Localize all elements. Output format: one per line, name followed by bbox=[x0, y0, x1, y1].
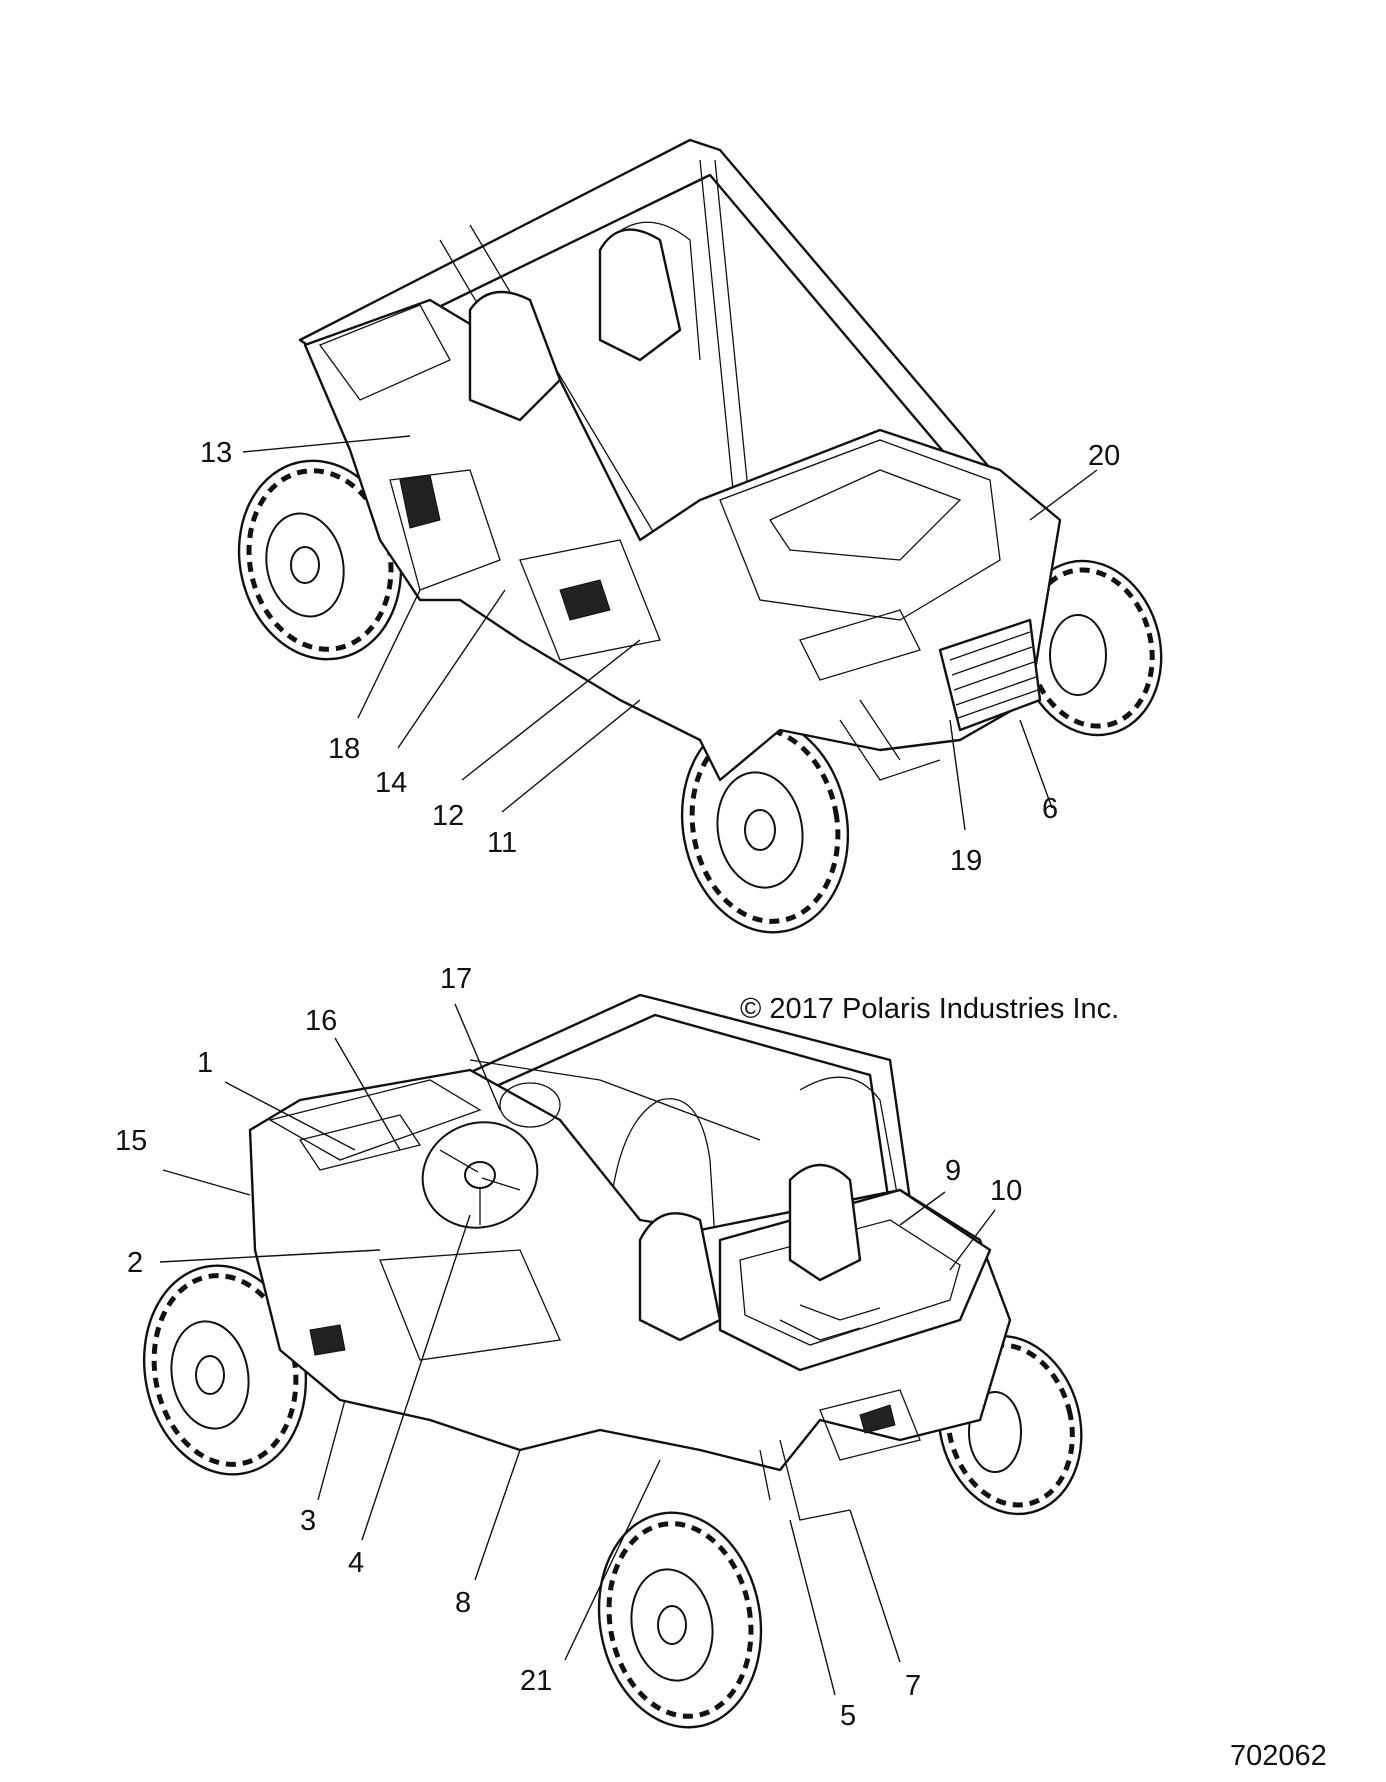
callout-14: 14 bbox=[375, 767, 407, 799]
callout-5: 5 bbox=[840, 1700, 856, 1732]
callout-10: 10 bbox=[990, 1175, 1022, 1207]
callout-19: 19 bbox=[950, 845, 982, 877]
figure-number: 702062 bbox=[1230, 1740, 1327, 1772]
wheel-front-right bbox=[1017, 559, 1163, 737]
seat-rear-driver bbox=[638, 1212, 722, 1342]
callout-7: 7 bbox=[905, 1670, 921, 1702]
body-front-view bbox=[303, 298, 1062, 782]
callout-13: 13 bbox=[200, 437, 232, 469]
wheel-bottom-left bbox=[142, 1264, 308, 1476]
leader-lines-bottom bbox=[159, 1003, 996, 1696]
callout-15: 15 bbox=[115, 1125, 147, 1157]
callout-3: 3 bbox=[300, 1505, 316, 1537]
seat-rear-passenger bbox=[788, 1163, 862, 1282]
callout-labels: 13 20 18 14 12 11 6 19 17 16 1 15 2 9 10… bbox=[115, 437, 1120, 1732]
callout-20: 20 bbox=[1088, 440, 1120, 472]
callout-2: 2 bbox=[127, 1247, 143, 1279]
front-grille bbox=[938, 618, 1042, 732]
wheel-rear-left bbox=[237, 459, 403, 661]
wheel-bottom-rear-left bbox=[597, 1511, 763, 1729]
callout-18: 18 bbox=[328, 733, 360, 765]
leader-lines-top bbox=[242, 435, 1098, 831]
callout-17: 17 bbox=[440, 963, 472, 995]
callout-4: 4 bbox=[348, 1547, 364, 1579]
callout-9: 9 bbox=[945, 1155, 961, 1187]
vehicle-front-view bbox=[237, 138, 1163, 934]
copyright-text: © 2017 Polaris Industries Inc. bbox=[740, 993, 1119, 1025]
steering-wheel bbox=[421, 1121, 539, 1229]
callout-11: 11 bbox=[487, 827, 517, 859]
seat-passenger bbox=[598, 228, 682, 362]
callout-16: 16 bbox=[305, 1005, 337, 1037]
callout-1: 1 bbox=[197, 1047, 213, 1079]
seat-driver bbox=[468, 290, 562, 422]
callout-8: 8 bbox=[455, 1587, 471, 1619]
vehicle-rear-view bbox=[142, 993, 1083, 1729]
callout-12: 12 bbox=[432, 800, 464, 832]
cargo-bed bbox=[718, 1188, 992, 1372]
callout-21: 21 bbox=[520, 1665, 552, 1697]
callout-6: 6 bbox=[1042, 793, 1058, 825]
